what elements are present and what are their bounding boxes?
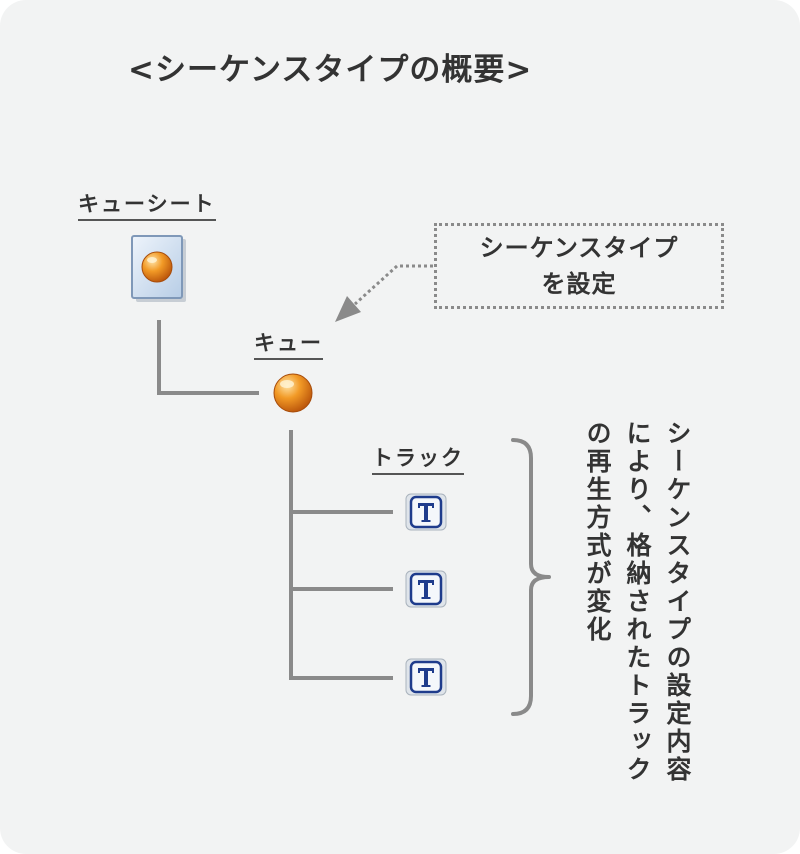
track-t-icon <box>405 493 447 531</box>
note-line-2: により、格納されたトラック <box>623 420 652 784</box>
connector-sheet-horizontal <box>157 391 259 395</box>
orange-ball-icon <box>273 373 313 413</box>
note-line-3: の再生方式が変化 <box>583 420 612 644</box>
track-t-icon <box>405 570 447 608</box>
track-label: トラック <box>372 446 464 475</box>
connector-sheet-vertical <box>157 320 161 395</box>
cue-sheet-icon <box>131 235 186 302</box>
connector-track-3 <box>289 676 393 680</box>
connector-track-1 <box>289 510 393 514</box>
diagram-title: <シーケンスタイプの概要> <box>128 52 533 88</box>
connector-track-2 <box>289 587 393 591</box>
callout-line-1: シーケンスタイプ <box>479 234 679 262</box>
connector-cue-vertical <box>289 430 293 680</box>
bracket-icon <box>511 438 551 716</box>
note-text: シーケンスタイプの設定内容 により、格納されたトラック の再生方式が変化 <box>577 420 697 784</box>
cue-sheet-label: キューシート <box>78 192 216 221</box>
track-t-icon <box>405 658 447 696</box>
sequence-type-callout: シーケンスタイプ を設定 <box>434 223 724 309</box>
dotted-arrow-icon <box>335 264 433 322</box>
note-line-1: シーケンスタイプの設定内容 <box>663 420 692 784</box>
callout-line-2: を設定 <box>541 270 617 298</box>
cue-label: キュー <box>254 331 323 360</box>
